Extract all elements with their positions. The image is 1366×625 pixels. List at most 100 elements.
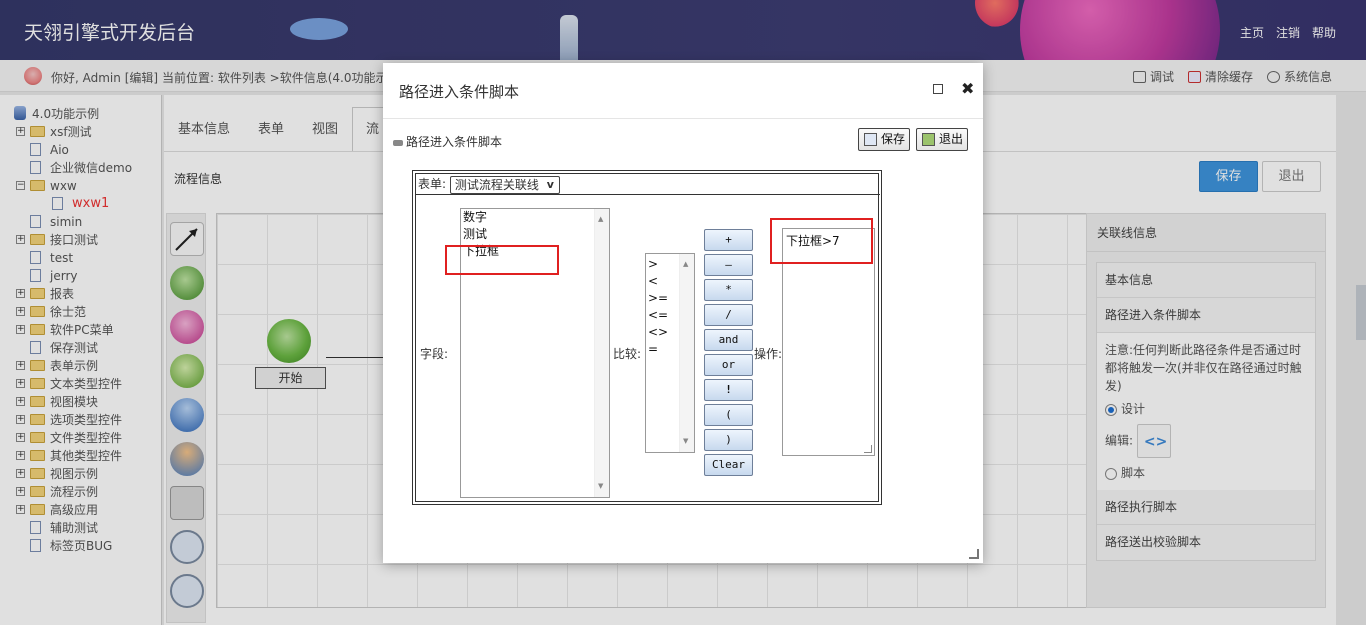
or-button[interactable]: or: [704, 354, 753, 376]
maximize-icon[interactable]: [933, 84, 943, 94]
multiply-button[interactable]: *: [704, 279, 753, 301]
user-task-tool-icon[interactable]: [170, 398, 204, 432]
expand-icon[interactable]: +: [16, 234, 25, 244]
collapse-icon[interactable]: −: [16, 180, 25, 190]
tree-node[interactable]: wxw1: [0, 195, 161, 213]
field-option[interactable]: 下拉框: [463, 244, 500, 258]
logout-link[interactable]: 注销: [1275, 26, 1300, 40]
tree-node[interactable]: +其他类型控件: [0, 447, 161, 465]
tree-node[interactable]: 辅助测试: [0, 519, 161, 537]
enter-script-section[interactable]: 路径进入条件脚本: [1097, 298, 1315, 333]
tree-node[interactable]: +报表: [0, 285, 161, 303]
expand-icon[interactable]: +: [16, 450, 25, 460]
tree-root[interactable]: 4.0功能示例: [0, 105, 161, 123]
dialog-save-button[interactable]: 保存: [858, 128, 911, 151]
debug-button[interactable]: 调试: [1132, 68, 1174, 85]
expand-icon[interactable]: +: [16, 288, 25, 298]
expand-icon[interactable]: +: [16, 486, 25, 496]
compare-option[interactable]: <>: [648, 325, 669, 339]
send-script-section[interactable]: 路径送出校验脚本: [1097, 525, 1315, 560]
compare-option[interactable]: <: [648, 274, 659, 288]
tree-node[interactable]: +徐士范: [0, 303, 161, 321]
field-option[interactable]: 测试: [463, 227, 488, 241]
tree-node[interactable]: +视图示例: [0, 465, 161, 483]
and-button[interactable]: and: [704, 329, 753, 351]
eraser-tool-icon[interactable]: [170, 486, 204, 520]
script-radio-row[interactable]: 脚本: [1105, 464, 1307, 482]
expand-icon[interactable]: +: [16, 324, 25, 334]
save-button[interactable]: 保存: [1199, 161, 1258, 192]
tree-node[interactable]: 标签页BUG: [0, 537, 161, 555]
tree-node[interactable]: +xsf测试: [0, 123, 161, 141]
expand-icon[interactable]: +: [16, 468, 25, 478]
expand-icon[interactable]: +: [16, 396, 25, 406]
help-link[interactable]: 帮助: [1311, 26, 1336, 40]
tree-node[interactable]: simin: [0, 213, 161, 231]
code-editor-icon[interactable]: [1136, 424, 1171, 458]
form-select[interactable]: 测试流程关联线: [449, 175, 560, 194]
compare-option[interactable]: >: [648, 257, 659, 271]
field-scrollbar[interactable]: [594, 209, 609, 497]
tree-node[interactable]: +文件类型控件: [0, 429, 161, 447]
dialog-resize-handle[interactable]: [969, 549, 979, 559]
divide-button[interactable]: /: [704, 304, 753, 326]
compare-option[interactable]: =: [648, 342, 659, 356]
script-radio[interactable]: [1105, 467, 1117, 480]
close-icon[interactable]: ✖: [961, 79, 975, 98]
tree-node[interactable]: +选项类型控件: [0, 411, 161, 429]
basic-info-section[interactable]: 基本信息: [1097, 263, 1315, 298]
design-radio[interactable]: [1105, 403, 1117, 416]
open-paren-button[interactable]: (: [704, 404, 753, 426]
tab-view[interactable]: 视图: [312, 122, 339, 137]
side-collapse-handle[interactable]: [1356, 285, 1366, 340]
design-radio-row[interactable]: 设计: [1105, 400, 1307, 418]
start-node-label[interactable]: 开始: [255, 367, 326, 389]
tree-node[interactable]: +视图模块: [0, 393, 161, 411]
greeting[interactable]: 你好, Admin [编辑]: [51, 71, 159, 85]
clear-button[interactable]: Clear: [704, 454, 753, 476]
compare-scrollbar[interactable]: [679, 254, 694, 452]
textarea-resize-handle[interactable]: [864, 445, 872, 453]
tree-node[interactable]: 企业微信demo: [0, 159, 161, 177]
field-listbox[interactable]: 数字 测试 下拉框: [460, 208, 610, 498]
end-node-tool-icon[interactable]: [170, 310, 204, 344]
field-option[interactable]: 数字: [463, 210, 488, 224]
expand-icon[interactable]: +: [16, 414, 25, 424]
expand-icon[interactable]: +: [16, 306, 25, 316]
exit-button[interactable]: 退出: [1262, 161, 1321, 192]
start-node-icon[interactable]: [267, 319, 311, 363]
compare-listbox[interactable]: > < >= <= <> =: [645, 253, 695, 453]
zoom-in-icon[interactable]: [170, 530, 204, 564]
home-link[interactable]: 主页: [1239, 26, 1264, 40]
tree-node[interactable]: +流程示例: [0, 483, 161, 501]
tree-node[interactable]: 保存测试: [0, 339, 161, 357]
tree-node[interactable]: −wxw: [0, 177, 161, 195]
exec-script-section[interactable]: 路径执行脚本: [1097, 490, 1315, 525]
tree-node[interactable]: test: [0, 249, 161, 267]
tree-node[interactable]: jerry: [0, 267, 161, 285]
compare-option[interactable]: <=: [648, 308, 669, 322]
compare-option[interactable]: >=: [648, 291, 669, 305]
tree-node[interactable]: +文本类型控件: [0, 375, 161, 393]
clear-cache-button[interactable]: 清除缓存: [1187, 68, 1253, 85]
tab-form[interactable]: 表单: [258, 122, 285, 137]
expand-icon[interactable]: +: [16, 504, 25, 514]
expand-icon[interactable]: +: [16, 126, 25, 136]
dialog-exit-button[interactable]: 退出: [916, 128, 969, 151]
arrow-tool-icon[interactable]: [170, 222, 204, 256]
tree-node[interactable]: Aio: [0, 141, 161, 159]
start-node-tool-icon[interactable]: [170, 266, 204, 300]
plus-button[interactable]: +: [704, 229, 753, 251]
tree-node[interactable]: +接口测试: [0, 231, 161, 249]
tab-basic-info[interactable]: 基本信息: [178, 122, 231, 137]
minus-button[interactable]: —: [704, 254, 753, 276]
timer-tool-icon[interactable]: [170, 354, 204, 388]
system-info-button[interactable]: 系统信息: [1266, 68, 1332, 85]
not-button[interactable]: !: [704, 379, 753, 401]
tree-node[interactable]: +软件PC菜单: [0, 321, 161, 339]
expand-icon[interactable]: +: [16, 360, 25, 370]
close-paren-button[interactable]: ): [704, 429, 753, 451]
tree-node[interactable]: +高级应用: [0, 501, 161, 519]
tree-node[interactable]: +表单示例: [0, 357, 161, 375]
expand-icon[interactable]: +: [16, 378, 25, 388]
